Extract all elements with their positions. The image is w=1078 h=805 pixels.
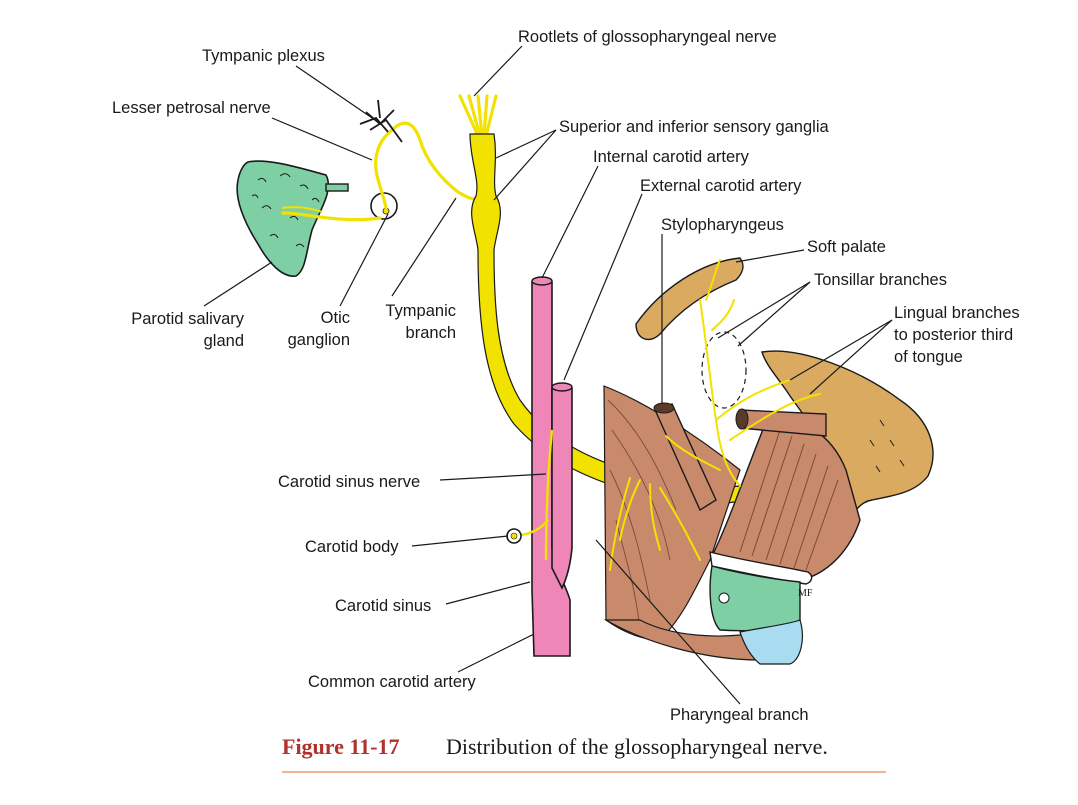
label-lesser-petrosal-nerve: Lesser petrosal nerve [112,99,271,117]
label-lingual-branches-line3: of tongue [894,348,963,366]
label-carotid-body: Carotid body [305,538,399,556]
artist-mark: MF [798,588,813,599]
label-parotid-line1: Parotid salivary [131,310,244,328]
label-carotid-sinus: Carotid sinus [335,597,432,615]
soft-palate [635,257,744,341]
label-sensory-ganglia: Superior and inferior sensory ganglia [559,118,829,136]
label-lingual-branches-line2: to posterior third [894,326,1014,344]
label-tympanic-branch-line2: branch [405,324,456,342]
rootlets [458,94,498,138]
styloglossus [739,409,827,437]
figure-number: Figure 11-17 [282,734,400,759]
label-tympanic-branch-line1: Tympanic [385,302,456,320]
parotid-gland [236,160,349,277]
label-parotid-line2: gland [203,332,244,350]
label-carotid-sinus-nerve: Carotid sinus nerve [278,473,421,491]
figure-caption: Distribution of the glossopharyngeal ner… [446,734,828,759]
tonsil-outline [701,331,747,409]
caption-rule [282,771,886,773]
label-otic-line1: Otic [320,309,350,327]
label-tonsillar-branches: Tonsillar branches [814,271,947,289]
lesser-petrosal-nerve [281,121,482,222]
tympanic-plexus [359,99,403,143]
label-rootlets: Rootlets of glossopharyngeal nerve [518,28,777,46]
label-lingual-branches-line1: Lingual branches [894,304,1020,322]
hyoid-bone [709,551,813,585]
leader-lines [203,45,893,705]
label-tympanic-plexus: Tympanic plexus [202,47,325,65]
label-stylopharyngeus: Stylopharyngeus [661,216,784,234]
cricoid-cartilage [739,619,803,665]
external-carotid-artery [551,387,573,590]
label-common-carotid: Common carotid artery [308,673,476,691]
tongue [761,350,934,523]
label-external-carotid: External carotid artery [640,177,802,195]
label-soft-palate: Soft palate [807,238,886,256]
label-pharyngeal-branch: Pharyngeal branch [670,706,809,724]
label-internal-carotid: Internal carotid artery [593,148,749,166]
nerve-branches [609,259,821,571]
label-otic-line2: ganglion [287,331,350,349]
